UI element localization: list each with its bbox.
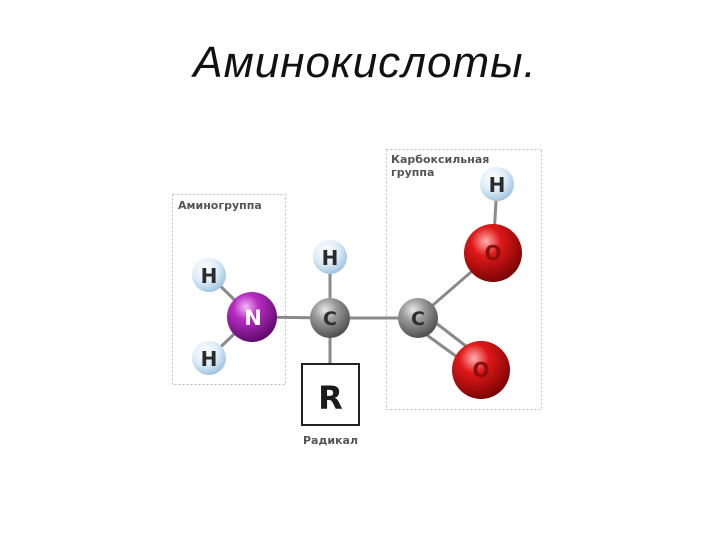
hydrogen-atom-icon (480, 167, 514, 201)
atom-o-carbonyl-label: O (472, 358, 489, 382)
atom-h-amino-top-label: H (201, 264, 218, 288)
hydrogen-atom-icon (192, 258, 226, 292)
atom-h-hydroxyl: H (480, 167, 514, 201)
carbon-atom-icon (398, 298, 438, 338)
radical-symbol: R (318, 379, 343, 417)
oxygen-atom-icon (464, 224, 522, 282)
atom-h-amino-bottom: H (192, 341, 226, 375)
atom-h-amino-bottom-label: H (201, 347, 218, 371)
carbon-atom-icon (310, 298, 350, 338)
amino-group-label: Аминогруппа (178, 199, 262, 212)
atom-h-hydroxyl-label: H (489, 173, 506, 197)
radical-box (301, 363, 360, 426)
oxygen-atom-icon (452, 341, 510, 399)
atom-o-carbonyl: O (452, 341, 510, 399)
nitrogen-atom-icon (227, 292, 277, 342)
hydrogen-atom-icon (192, 341, 226, 375)
carboxyl-group-box (386, 149, 542, 410)
slide-title: Аминокислоты. (193, 38, 537, 87)
hydrogen-atom-icon (313, 240, 347, 274)
carboxyl-group-label-line1: Карбоксильная (391, 153, 489, 166)
atom-o-hydroxyl: O (464, 224, 522, 282)
atom-o-hydroxyl-label: O (484, 241, 501, 265)
carboxyl-group-label-line2: группа (391, 166, 434, 179)
atom-c-alpha: C (310, 298, 350, 338)
atom-c-alpha-label: C (323, 308, 337, 330)
radical-label: Радикал (303, 434, 358, 447)
atom-nitrogen: N (227, 292, 277, 342)
atom-nitrogen-label: N (244, 306, 262, 330)
atom-h-amino-top: H (192, 258, 226, 292)
atom-h-alpha: H (313, 240, 347, 274)
atom-c-carboxyl-label: C (411, 308, 425, 330)
atom-c-carboxyl: C (398, 298, 438, 338)
atom-h-alpha-label: H (322, 246, 339, 270)
amino-group-box (172, 194, 286, 385)
